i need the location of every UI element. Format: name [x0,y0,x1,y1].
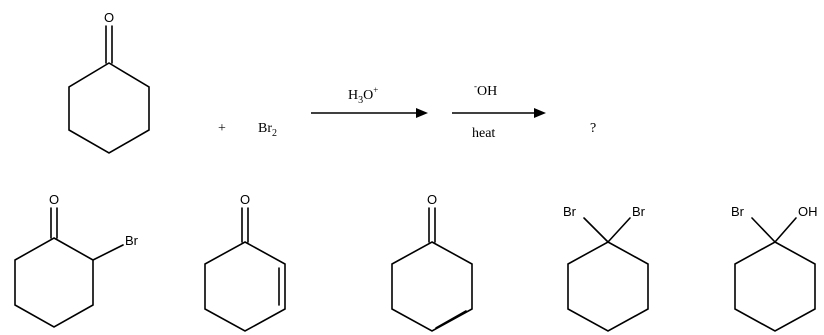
bromine-symbol: Br [258,121,272,136]
acid-reagent-label: H3O+ [348,85,378,106]
arrow-step-2: -OH heat [452,81,546,141]
choice-5-c-br-bond [751,217,776,243]
choice-2-oxygen-label: O [240,192,250,207]
choice-1-bromocyclohexanol[interactable]: Br OH [731,204,818,332]
choice-4-c-br-right-bond [607,217,631,243]
arrow-2-head [534,108,546,118]
choice-1-oxygen-label: O [49,192,59,207]
choice-4-bromine-right-label: Br [632,204,646,219]
arrow-step-1: H3O+ [311,85,428,118]
bromine-subscript: 2 [272,128,277,139]
choice-cyclohex-3-enone[interactable]: O [391,192,473,332]
choice-3-oxygen-label: O [427,192,437,207]
choice-2-ring [204,241,286,332]
choice-1-c-br-bond [92,244,124,261]
choice-4-bromine-left-label: Br [563,204,577,219]
choice-4-ring [567,241,649,332]
acid-h: H [348,88,358,103]
bromine-reagent: Br2 [258,121,277,139]
choice-3-alkene-inner [435,310,467,329]
plus-sign: + [218,121,226,136]
base-oh: OH [477,84,497,99]
choice-5-ring [734,241,816,332]
acid-o: O [363,88,373,103]
reactant-ring [68,62,150,154]
choice-5-hydroxyl-label: OH [798,204,818,219]
choice-1-ring [14,237,94,328]
choice-3-ring [391,241,473,332]
choice-1-1-dibromocyclohexane[interactable]: Br Br [563,204,649,332]
acid-superscript: + [373,85,378,95]
unknown-product: ? [590,121,596,136]
choice-4-c-br-left-bond [583,217,609,243]
heat-condition: heat [472,126,495,141]
choice-5-c-oh-bond [774,217,797,243]
acid-subscript: 3 [358,95,363,106]
choice-5-bromine-label: Br [731,204,745,219]
base-reagent-label: -OH [474,81,497,99]
choice-cyclohex-2-enone[interactable]: O [204,192,286,332]
base-superscript: - [474,81,477,91]
choice-1-bromine-label: Br [125,233,139,248]
choice-2-bromocyclohexanone[interactable]: O Br [14,192,139,328]
arrow-1-head [416,108,428,118]
reactant-cyclohexanone: O [68,10,150,154]
reactant-oxygen-label: O [104,10,114,25]
